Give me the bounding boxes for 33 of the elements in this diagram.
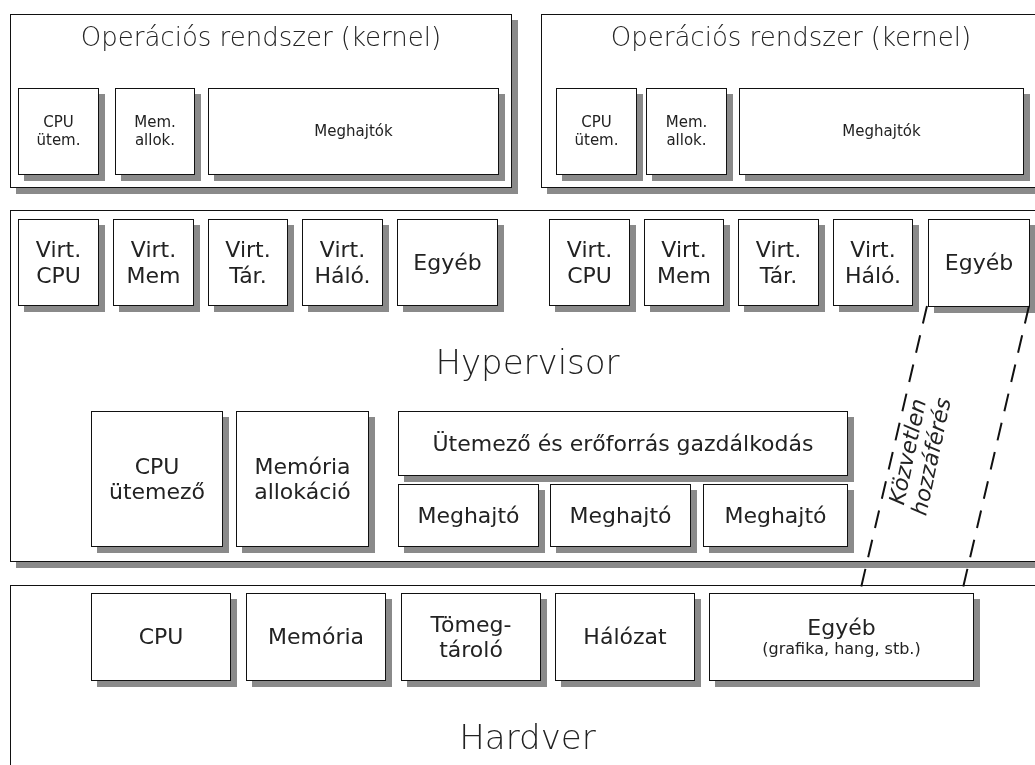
component-label: Tömeg- tároló	[429, 611, 513, 663]
component-label: Meghajtók	[313, 122, 394, 141]
component-label: Meghajtó	[568, 502, 673, 529]
component-label: Hálózat	[582, 624, 668, 650]
component-note: (grafika, hang, stb.)	[762, 640, 921, 659]
component-label: Memória allokáció	[253, 453, 352, 505]
component-label: CPU ütem.	[573, 114, 620, 149]
component-label: CPU ütem.	[35, 114, 82, 149]
component-label: Memória	[266, 624, 365, 650]
component-label: Egyéb	[412, 249, 483, 276]
component-label: Virt. Mem	[656, 237, 712, 288]
component-label: Mem. allok.	[664, 114, 709, 149]
component-label: CPU	[137, 624, 185, 650]
component-label: Egyéb	[806, 615, 877, 641]
component-label: CPU ütemező	[107, 453, 207, 505]
component-label: Meghajtók	[841, 122, 922, 141]
component-label: Virt. Tár.	[754, 237, 803, 288]
component-label: Virt. Mem	[125, 237, 182, 288]
component-label: Meghajtó	[723, 502, 828, 529]
layer-panel	[10, 585, 1035, 765]
component-label: Virt. Tár.	[224, 237, 272, 288]
component-label: Virt. Háló.	[843, 237, 903, 288]
component-label: Egyéb	[943, 250, 1015, 276]
component-label: Virt. CPU	[34, 237, 83, 288]
layer-title: Hardver	[458, 718, 597, 758]
layer-title: Operációs rendszer (kernel)	[79, 23, 443, 53]
component-label: Mem. allok.	[133, 114, 177, 149]
layer-title: Operációs rendszer (kernel)	[609, 23, 973, 53]
layer-title: Hypervisor	[434, 343, 621, 383]
component-label: Meghajtó	[416, 502, 521, 529]
component-label: Virt. Háló.	[313, 237, 372, 288]
component-label: Ütemező és erőforrás gazdálkodás	[431, 430, 815, 457]
component-label: Virt. CPU	[565, 237, 614, 288]
